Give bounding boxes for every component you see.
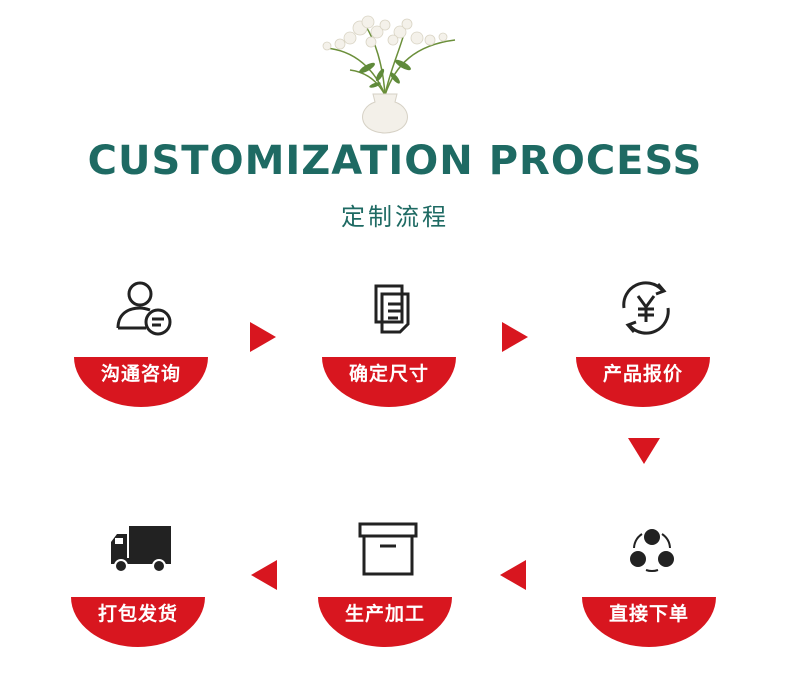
storage-box-icon	[353, 513, 423, 583]
yen-cycle-icon	[611, 273, 681, 343]
step-quote: 产品报价	[576, 273, 716, 413]
step-label: 打包发货	[71, 597, 205, 647]
step-order: 直接下单	[582, 513, 722, 653]
delivery-truck-icon	[106, 513, 176, 583]
step-production: 生产加工	[318, 513, 458, 653]
step-size: 确定尺寸	[322, 273, 462, 413]
step-shipping: 打包发货	[71, 513, 211, 653]
arrow-right-icon	[502, 322, 528, 352]
document-pages-icon	[357, 273, 427, 343]
order-circles-icon	[617, 513, 687, 583]
consult-chat-icon	[109, 273, 179, 343]
step-label: 产品报价	[576, 357, 710, 407]
arrow-left-icon	[251, 560, 277, 590]
arrow-left-icon	[500, 560, 526, 590]
flower-vase-image	[305, 10, 465, 135]
step-label: 沟通咨询	[74, 357, 208, 407]
step-label: 确定尺寸	[322, 357, 456, 407]
page-subtitle: 定制流程	[341, 203, 449, 231]
step-label: 生产加工	[318, 597, 452, 647]
step-label: 直接下单	[582, 597, 716, 647]
arrow-down-icon	[628, 438, 660, 464]
step-consult: 沟通咨询	[74, 273, 214, 413]
arrow-right-icon	[250, 322, 276, 352]
page-title: CUSTOMIZATION PROCESS	[87, 138, 703, 184]
